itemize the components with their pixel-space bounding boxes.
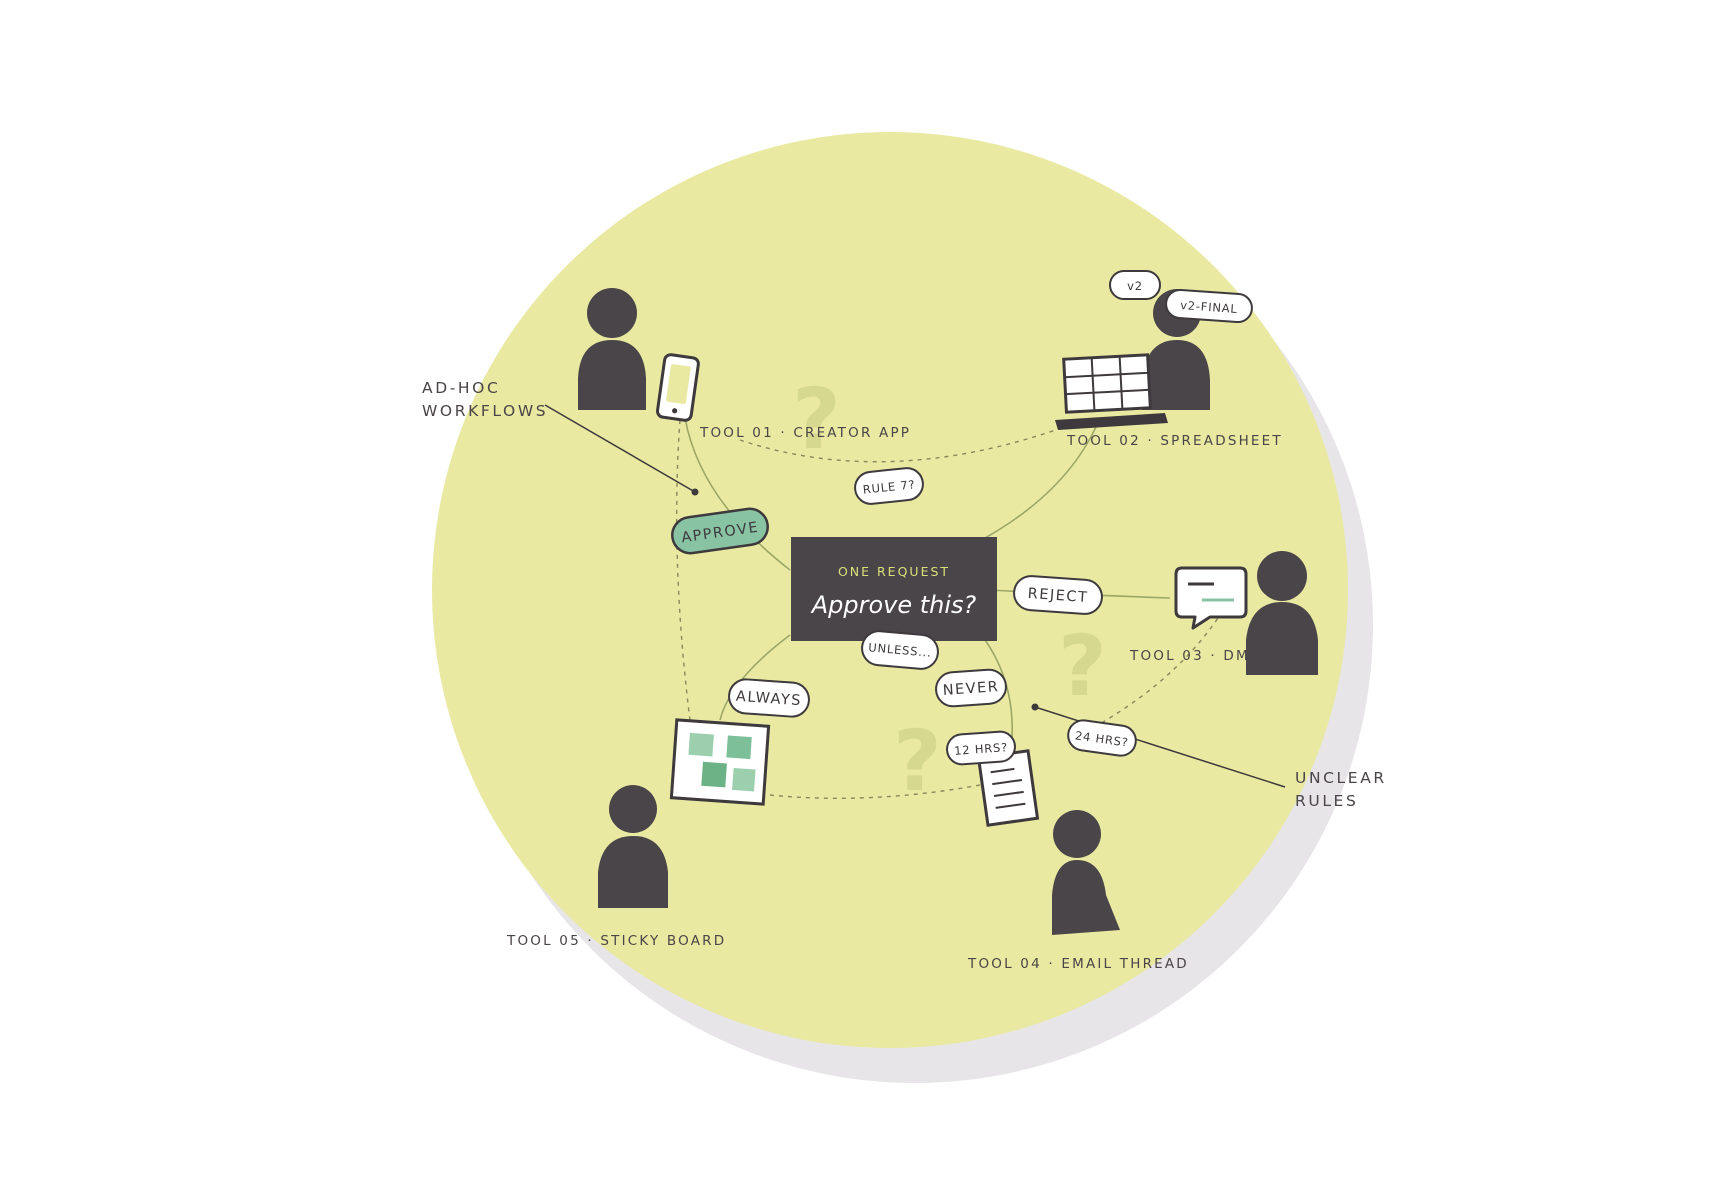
person-tool-04 (1052, 810, 1120, 935)
rule-7-pill[interactable]: RULE 7? (854, 467, 925, 506)
callout-dot-unclear (1031, 703, 1039, 711)
adhoc-label-line1: AD-HOC (422, 379, 500, 397)
svg-text:12 HRS?: 12 HRS? (954, 740, 1009, 758)
svg-text:v2-FINAL: v2-FINAL (1180, 298, 1238, 316)
tool-03-label: TOOL 03 · DMs (1129, 648, 1259, 664)
document-icon (976, 749, 1040, 827)
adhoc-label-line2: WORKFLOWS (422, 402, 548, 420)
24-hrs-pill[interactable]: 24 HRS? (1066, 718, 1138, 757)
unclear-label-line2: RULES (1295, 792, 1358, 810)
spreadsheet-icon (1055, 353, 1168, 430)
dashed-circuit (675, 419, 1221, 800)
12-hrs-pill[interactable]: 12 HRS? (946, 730, 1016, 766)
svg-text:ALWAYS: ALWAYS (735, 689, 802, 710)
unclear-label-line1: UNCLEAR (1295, 769, 1387, 787)
tool-01-label: TOOL 01 · CREATOR APP (699, 425, 911, 441)
person-tool-05 (598, 785, 668, 908)
tool-02-label: TOOL 02 · SPREADSHEET (1066, 433, 1283, 449)
phone-icon (655, 353, 700, 422)
question-mark-3: ? (893, 712, 942, 810)
svg-text:v2: v2 (1127, 279, 1143, 293)
approve-pill[interactable]: APPROVE (670, 506, 770, 555)
question-mark-1: ? (792, 370, 841, 468)
svg-text:REJECT: REJECT (1027, 586, 1089, 606)
reject-pill[interactable]: REJECT (1013, 575, 1103, 615)
request-question: Approve this? (810, 591, 977, 619)
person-tool-01 (578, 288, 646, 410)
tool-04-label: TOOL 04 · EMAIL THREAD (967, 956, 1189, 972)
always-pill[interactable]: ALWAYS (728, 678, 810, 718)
chat-bubble-icon (1174, 566, 1248, 630)
callout-lines (544, 404, 1286, 788)
v2-final-pill: v2-FINAL (1165, 288, 1253, 324)
request-card[interactable]: ONE REQUEST Approve this? (791, 537, 997, 641)
svg-text:RULE 7?: RULE 7? (862, 477, 916, 496)
request-kicker: ONE REQUEST (838, 564, 950, 579)
person-tool-03 (1246, 551, 1318, 675)
v2-pill: v2 (1109, 270, 1161, 300)
callout-dot-adhoc (691, 488, 699, 496)
svg-text:NEVER: NEVER (942, 679, 1000, 699)
unless-pill[interactable]: UNLESS... (861, 630, 940, 670)
never-pill[interactable]: NEVER (935, 668, 1007, 708)
question-mark-2: ? (1058, 617, 1107, 715)
sticky-board-icon (669, 718, 771, 806)
tool-05-label: TOOL 05 · STICKY BOARD (506, 933, 726, 949)
svg-text:UNLESS...: UNLESS... (868, 640, 932, 659)
